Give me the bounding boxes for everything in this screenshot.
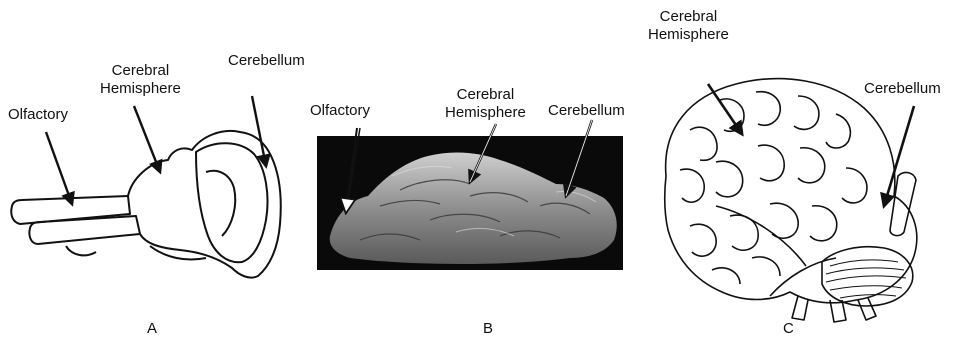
arrow-a-olfactory [46,132,72,204]
olfactory-bulb-lower [29,216,140,244]
panel-b-mri [317,136,623,270]
cerebral-hemisphere-outline [128,131,281,278]
arrow-a-cerebral [134,106,160,172]
ventral-bulge [66,246,96,255]
label-a-cerebral-line1: Cerebral [100,62,181,80]
label-c-cerebral-line2: Hemisphere [648,26,729,44]
panel-c-drawing [665,79,917,322]
label-b-cerebral: Cerebral Hemisphere [445,86,526,122]
midbrain-fold [206,171,235,236]
label-a-olfactory: Olfactory [8,106,68,124]
cerebrum-outline [665,79,917,303]
panel-a-drawing [11,131,280,278]
label-b-cerebellum: Cerebellum [548,102,625,120]
label-a-cerebral-line2: Hemisphere [100,80,181,98]
arrow-c-cerebral [708,84,742,134]
label-c-cerebellum: Cerebellum [864,80,941,98]
label-a-cerebral: Cerebral Hemisphere [100,62,181,98]
label-a-cerebellum: Cerebellum [228,52,305,70]
label-b-olfactory: Olfactory [310,102,370,120]
panel-letter-c: C [783,320,794,337]
panel-letter-b: B [483,320,493,337]
label-c-cerebral-line1: Cerebral [648,8,729,26]
label-b-cerebral-line1: Cerebral [445,86,526,104]
brainstem-c [890,173,916,236]
cerebellum-outline [196,143,268,262]
label-c-cerebral: Cerebral Hemisphere [648,8,729,44]
label-b-cerebral-line2: Hemisphere [445,104,526,122]
panel-letter-a: A [147,320,157,337]
arrow-c-cerebellum [884,106,914,206]
